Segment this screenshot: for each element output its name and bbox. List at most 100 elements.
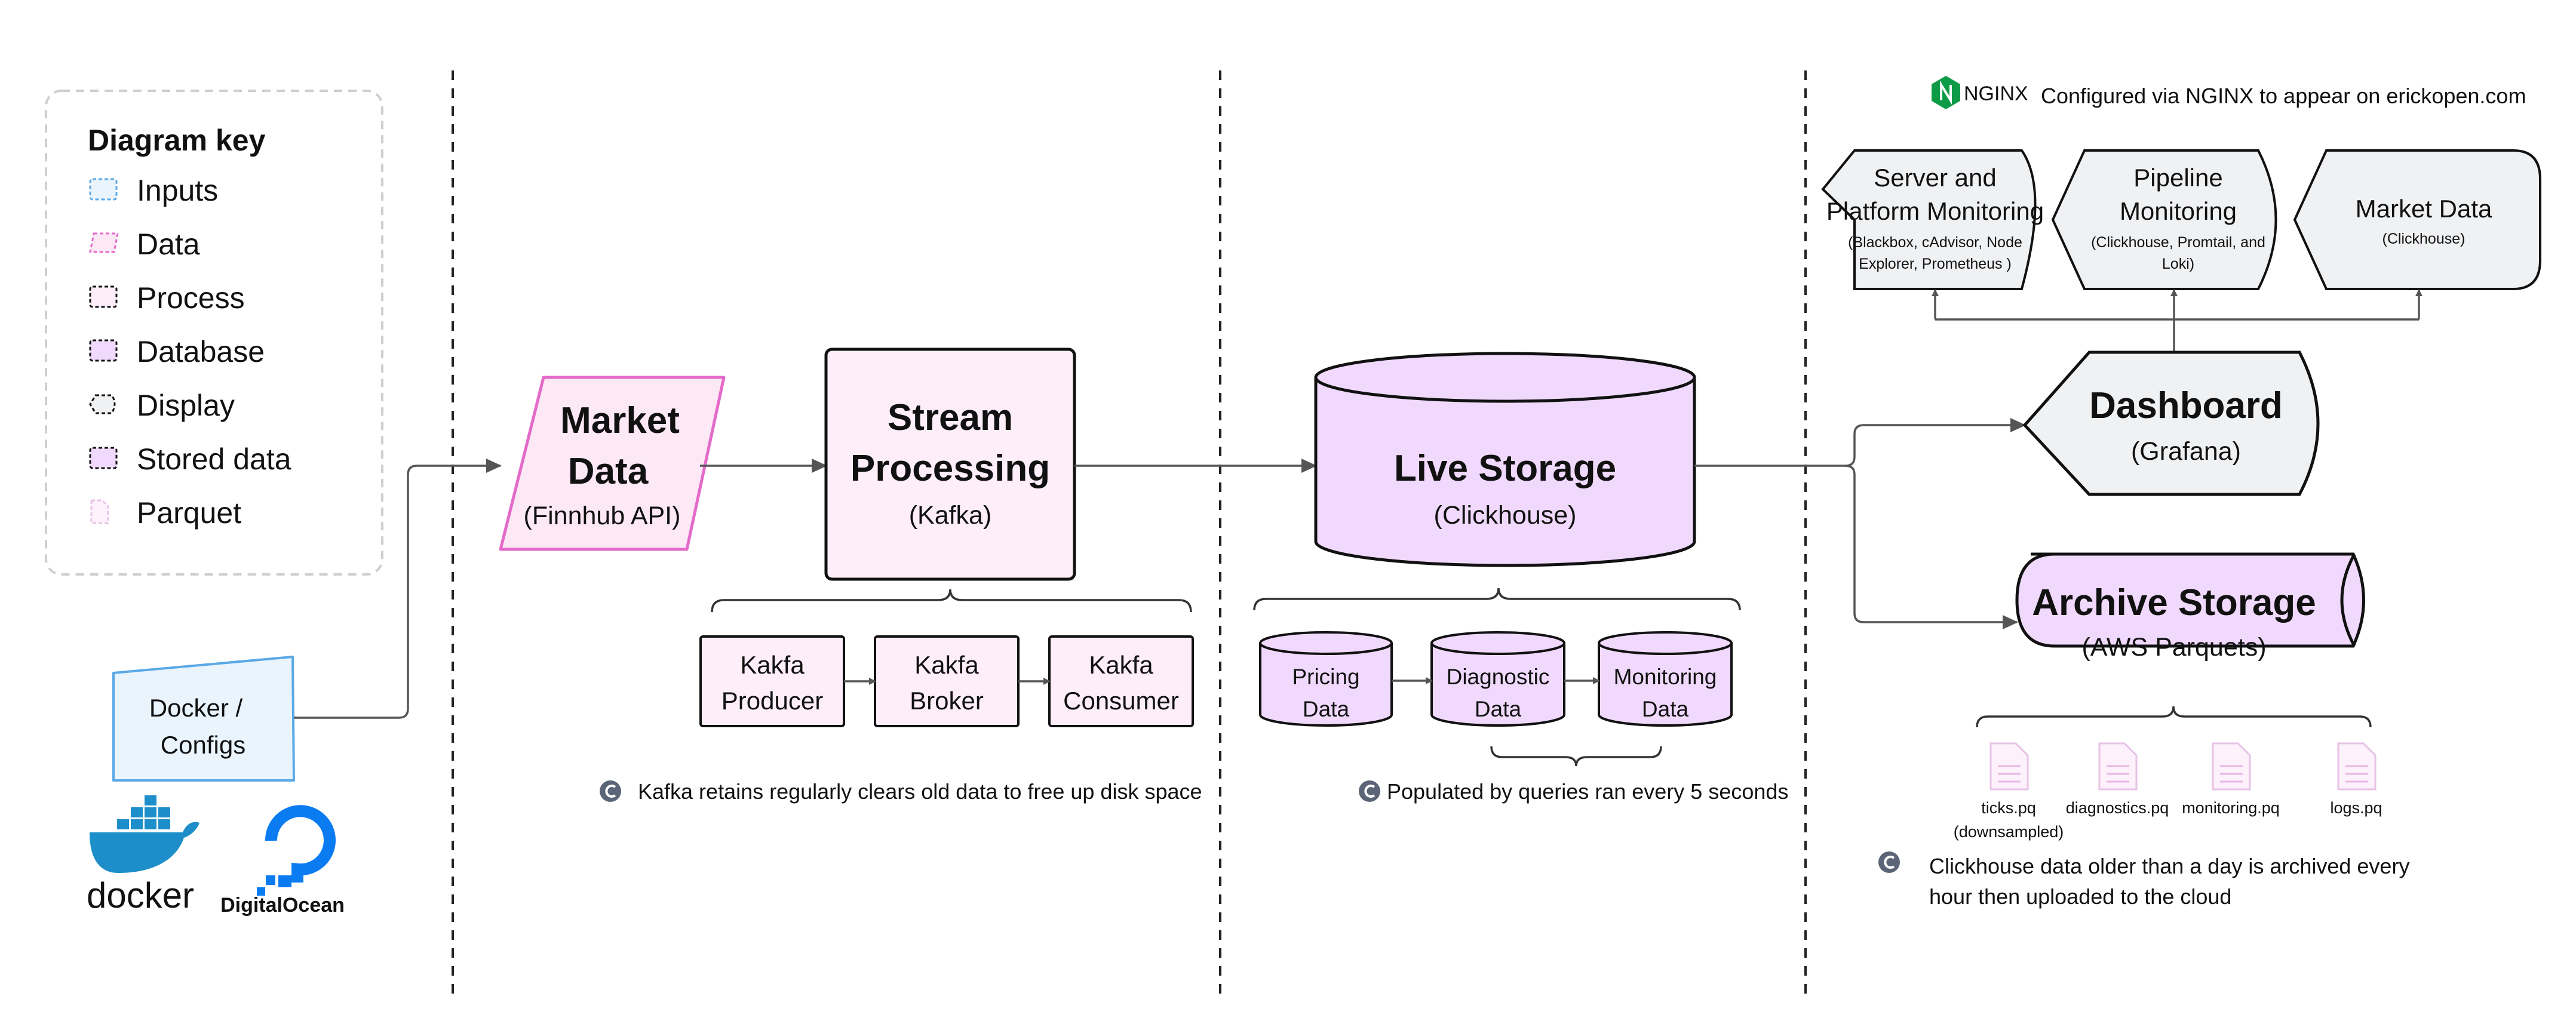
docker-configs-label-2: Configs — [161, 731, 245, 759]
market-data-title-1: Market — [560, 400, 680, 441]
market-data-subtitle: (Finnhub API) — [524, 502, 681, 530]
kafka-broker-label-2: Broker — [910, 687, 984, 715]
key-swatch-stored-data — [89, 447, 118, 469]
parquet-file: diagnostics.pq — [2066, 742, 2169, 817]
archive-note-line-1: Clickhouse data older than a day is arch… — [1929, 854, 2409, 878]
key-label: Stored data — [137, 442, 291, 476]
diagnostic-data-label-2: Data — [1475, 697, 1522, 721]
kafka-producer-label-2: Producer — [721, 687, 823, 715]
section-dividers — [452, 70, 1807, 996]
parquet-file-label: monitoring.pq — [2182, 799, 2280, 817]
parquet-file: logs.pq — [2330, 742, 2382, 817]
docker-whale-icon — [90, 795, 199, 873]
connector-live-to-dashboard — [1694, 418, 2026, 467]
dashboard-subtitle: (Grafana) — [2131, 437, 2241, 466]
pipeline-monitoring-sub-1: (Clickhouse, Promtail, and — [2091, 234, 2265, 251]
docker-configs-node: Docker / Configs — [112, 656, 295, 782]
kafka-note-text: Kafka retains regularly clears old data … — [638, 779, 1202, 804]
parquet-file-label: ticks.pq — [1981, 799, 2036, 817]
pipeline-monitoring-title-1: Pipeline — [2133, 164, 2222, 192]
key-swatch-inputs — [89, 178, 118, 201]
nginx-logo: NGINX — [1932, 76, 2028, 109]
key-swatch-process — [89, 285, 118, 308]
parquet-file-label: diagnostics.pq — [2066, 799, 2169, 817]
market-data-node: Market Data (Finnhub API) — [499, 376, 726, 551]
kafka-note: Kafka retains regularly clears old data … — [600, 779, 1202, 804]
nginx-hexagon-icon — [1932, 76, 1960, 109]
archive-storage-node: Archive Storage (AWS Parquets) — [2015, 552, 2365, 662]
key-label: Parquet — [137, 496, 241, 530]
monitoring-data-label-1: Monitoring — [1614, 665, 1717, 689]
key-item: Process — [89, 281, 245, 315]
archive-note-line-2: hour then uploaded to the cloud — [1929, 884, 2231, 909]
digitalocean-logo-text: DigitalOcean — [220, 894, 345, 917]
key-label: Inputs — [137, 174, 218, 207]
parquet-file: ticks.pq (downsampled) — [1954, 742, 2064, 841]
archive-brace — [1976, 706, 2372, 728]
dashboard-title: Dashboard — [2089, 385, 2283, 426]
key-item: Stored data — [89, 442, 291, 476]
pricing-data-label-1: Pricing — [1292, 665, 1359, 689]
diagram-key: Diagram key InputsDataProcessDatabaseDis… — [45, 90, 383, 576]
server-monitoring-sub-2: Explorer, Prometheus ) — [1859, 256, 2012, 272]
pipeline-monitoring-sub-2: Loki) — [2162, 256, 2194, 272]
live-storage-node: Live Storage (Clickhouse) — [1314, 352, 1696, 567]
diagnostic-data-node: Diagnostic Data — [1430, 631, 1565, 727]
market-data-panel-sub: (Clickhouse) — [2382, 230, 2466, 247]
kafka-broker-node: Kakfa Broker — [874, 635, 1020, 727]
pipeline-monitoring-panel: Pipeline Monitoring (Clickhouse, Promtai… — [2051, 149, 2277, 290]
key-label: Data — [137, 227, 200, 261]
dashboard-node: Dashboard (Grafana) — [2022, 350, 2320, 496]
connector-docker-to-market — [294, 459, 502, 719]
key-title: Diagram key — [88, 124, 266, 157]
digitalocean-icon — [257, 805, 336, 896]
server-monitoring-title-1: Server and — [1874, 164, 1996, 192]
kafka-broker-label-1: Kakfa — [914, 651, 979, 679]
connector-live-to-archive — [1845, 465, 2018, 629]
nginx-logo-text: NGINX — [1964, 82, 2028, 105]
key-item: Inputs — [89, 174, 218, 207]
key-item: Display — [89, 389, 235, 422]
pricing-data-node: Pricing Data — [1259, 631, 1393, 727]
pipeline-monitoring-title-2: Monitoring — [2120, 197, 2237, 225]
kafka-consumer-label-2: Consumer — [1063, 687, 1179, 715]
parquet-files: ticks.pq (downsampled)diagnostics.pq monit… — [1954, 742, 2382, 841]
info-icon — [1878, 851, 1900, 873]
stream-processing-node: Stream Processing (Kafka) — [824, 348, 1076, 581]
key-swatch-display — [89, 394, 116, 414]
archive-storage-title: Archive Storage — [2032, 582, 2316, 623]
key-item: Parquet — [90, 496, 241, 530]
key-swatch-data — [89, 232, 119, 253]
live-storage-subtitle: (Clickhouse) — [1434, 501, 1577, 530]
key-swatch-database — [89, 339, 118, 362]
server-monitoring-sub-1: (Blackbox, cAdvisor, Node — [1848, 234, 2022, 251]
docker-logo-text: docker — [87, 875, 194, 915]
digitalocean-logo: DigitalOcean — [220, 805, 345, 917]
key-label: Display — [137, 389, 235, 422]
stream-brace — [711, 589, 1192, 613]
info-icon — [1359, 780, 1380, 802]
kafka-producer-node: Kakfa Producer — [699, 635, 845, 727]
docker-configs-label-1: Docker / — [149, 694, 243, 722]
parquet-file: monitoring.pq — [2182, 742, 2280, 817]
key-item: Database — [89, 335, 265, 368]
docker-logo: docker — [87, 795, 199, 915]
connector-dashboard-to-panels — [1935, 318, 2419, 352]
key-label: Process — [137, 281, 245, 315]
key-label: Database — [137, 335, 265, 368]
parquet-file-label: logs.pq — [2330, 799, 2382, 817]
diagnostic-data-label-1: Diagnostic — [1447, 665, 1550, 689]
market-data-title-2: Data — [568, 451, 649, 492]
key-item: Data — [89, 227, 200, 261]
kafka-producer-label-1: Kakfa — [740, 651, 805, 679]
kafka-consumer-label-1: Kakfa — [1089, 651, 1153, 679]
parquet-file-label: (downsampled) — [1954, 823, 2064, 841]
kafka-consumer-node: Kakfa Consumer — [1048, 635, 1194, 727]
monitoring-data-label-2: Data — [1642, 697, 1689, 721]
server-platform-monitoring-panel: Server and Platform Monitoring (Blackbox… — [1821, 149, 2044, 290]
live-storage-brace — [1253, 588, 1741, 611]
archive-note: Clickhouse data older than a day is arch… — [1878, 851, 2409, 909]
live-storage-small-brace — [1490, 746, 1662, 767]
info-icon — [600, 780, 621, 802]
